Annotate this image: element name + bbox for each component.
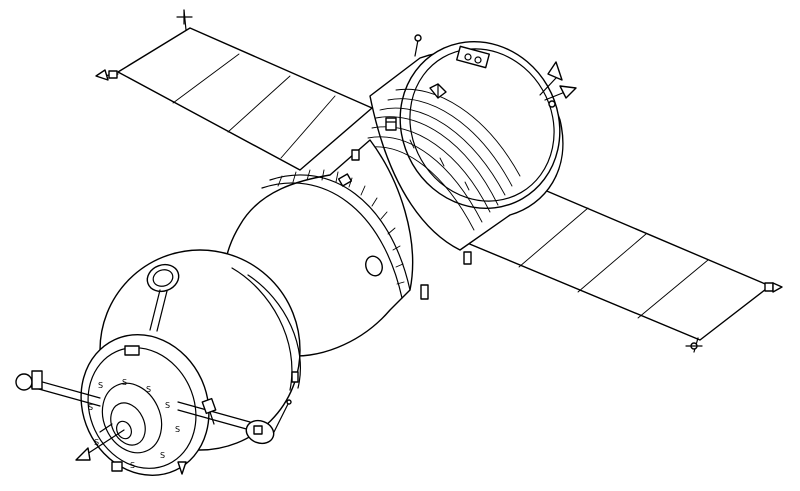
service-module-antenna-right	[539, 61, 577, 108]
service-module-nozzles	[420, 251, 472, 300]
service-module-antenna-top	[414, 34, 422, 57]
service-module	[364, 40, 564, 251]
right-solar-panel	[459, 185, 771, 341]
ring-antenna	[146, 263, 180, 332]
hatch-mark: S	[165, 401, 170, 410]
left-boom-antenna	[15, 370, 101, 407]
left-solar-panel	[117, 27, 373, 171]
right-panel-tip-antenna	[764, 282, 783, 293]
right-boom-antenna	[177, 399, 292, 445]
hatch-mark: S	[146, 385, 151, 394]
service-module-thruster	[429, 83, 447, 99]
docking-assembly: S S S S S S S S S	[75, 333, 210, 477]
right-panel-cross-antenna	[685, 337, 703, 353]
left-panel-cross-antenna	[176, 9, 193, 31]
hatch-mark: S	[160, 451, 165, 460]
hatch-mark: S	[130, 461, 135, 470]
orbital-module-fittings	[201, 371, 299, 425]
hatch-mark: S	[175, 425, 180, 434]
hatch-mark: S	[88, 403, 93, 412]
hatch-mark: S	[98, 381, 103, 390]
hatch-mark: S	[122, 378, 127, 387]
left-panel-tip-antenna	[95, 69, 119, 81]
hatch-mark: S	[94, 438, 99, 447]
